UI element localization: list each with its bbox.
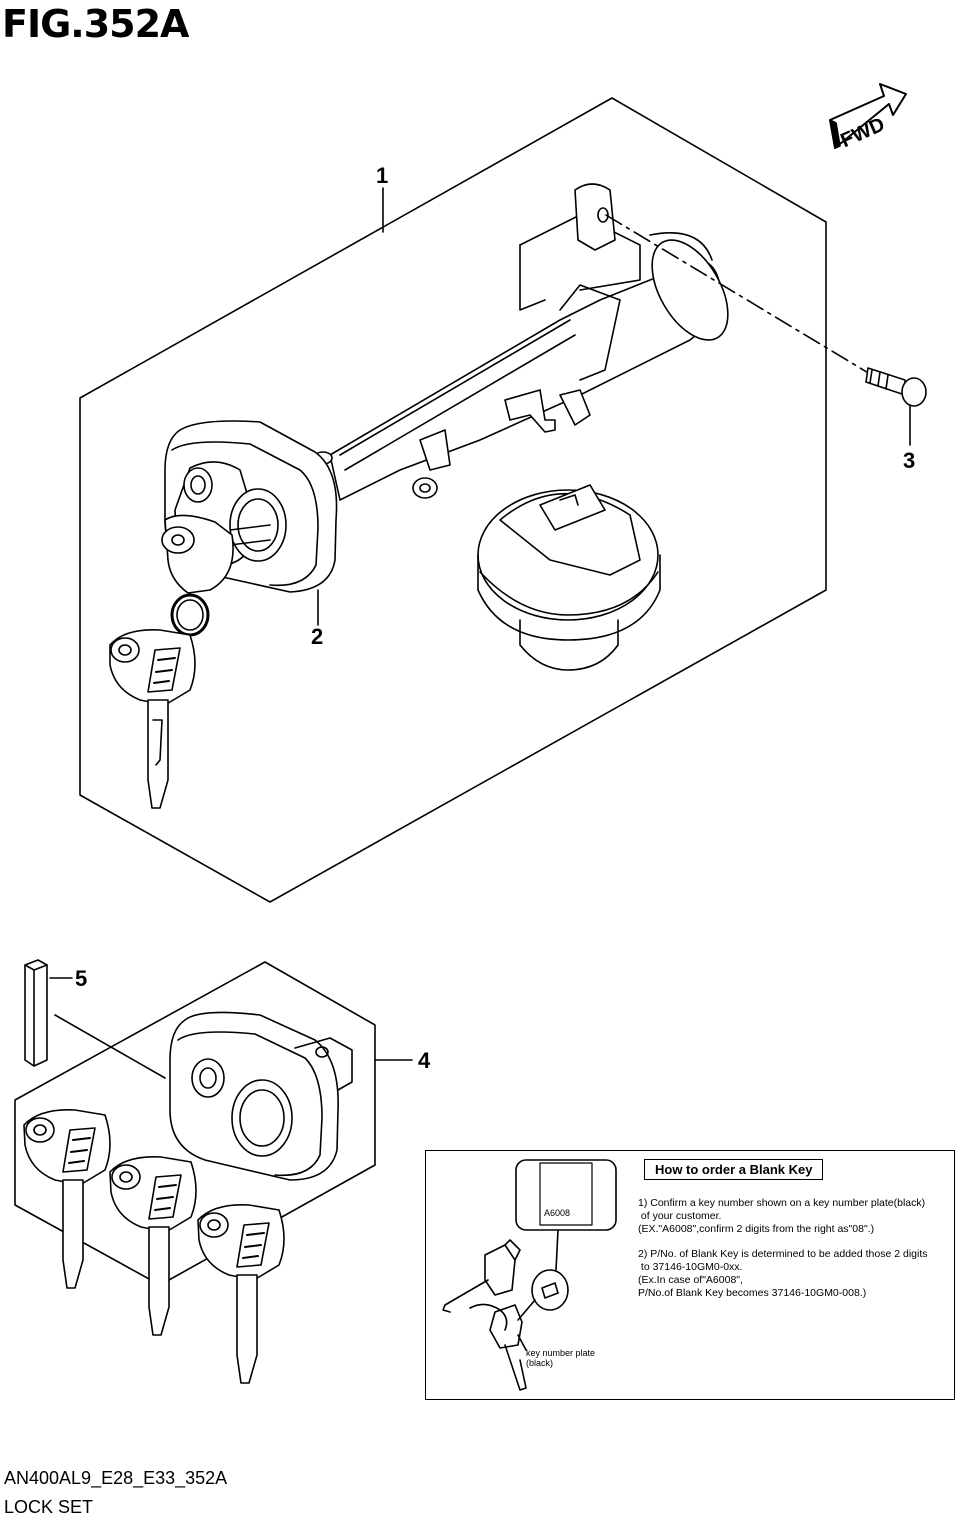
- hanging-key: [109, 628, 196, 809]
- screw-3: [865, 367, 927, 407]
- note-step-1: 1) Confirm a key number shown on a key n…: [638, 1197, 926, 1235]
- spacer-bar-5: [24, 959, 48, 1067]
- callout-4: 4: [418, 1048, 431, 1073]
- screw-3-dashed-guide: [605, 214, 881, 381]
- figure-title: FIG.352A: [2, 2, 189, 46]
- fwd-arrow-icon: FWD: [829, 83, 907, 152]
- diagram-code: AN400AL9_E28_E33_352A: [4, 1468, 228, 1488]
- blank-key-note: How to order a Blank Key 1) Confirm a ke…: [425, 1150, 955, 1400]
- key-4c: [197, 1203, 285, 1384]
- key-plate-illustration: [442, 1159, 617, 1391]
- callout-5: 5: [75, 966, 88, 991]
- note-step-2: 2) P/No. of Blank Key is determined to b…: [638, 1248, 928, 1299]
- plate-code: A6008: [544, 1208, 571, 1218]
- callout-3: 3: [903, 448, 916, 473]
- key-4a: [23, 1108, 111, 1289]
- ignition-lock-cylinder: [288, 183, 729, 501]
- leader-5-dashed: [54, 1014, 166, 1079]
- key-4b: [109, 1155, 197, 1336]
- fuel-cap: [477, 484, 661, 671]
- callout-2: 2: [311, 624, 324, 649]
- assembly-4-outline: [14, 961, 376, 1286]
- diagram-name: LOCK SET: [4, 1497, 94, 1517]
- lock-face-4: [169, 1011, 353, 1181]
- note-heading: How to order a Blank Key: [644, 1159, 824, 1180]
- callout-1: 1: [376, 163, 389, 188]
- assembly-1-outline: [79, 97, 827, 903]
- key-number-plate-label: key number plate (black): [526, 1348, 596, 1368]
- inserted-key: [161, 514, 271, 637]
